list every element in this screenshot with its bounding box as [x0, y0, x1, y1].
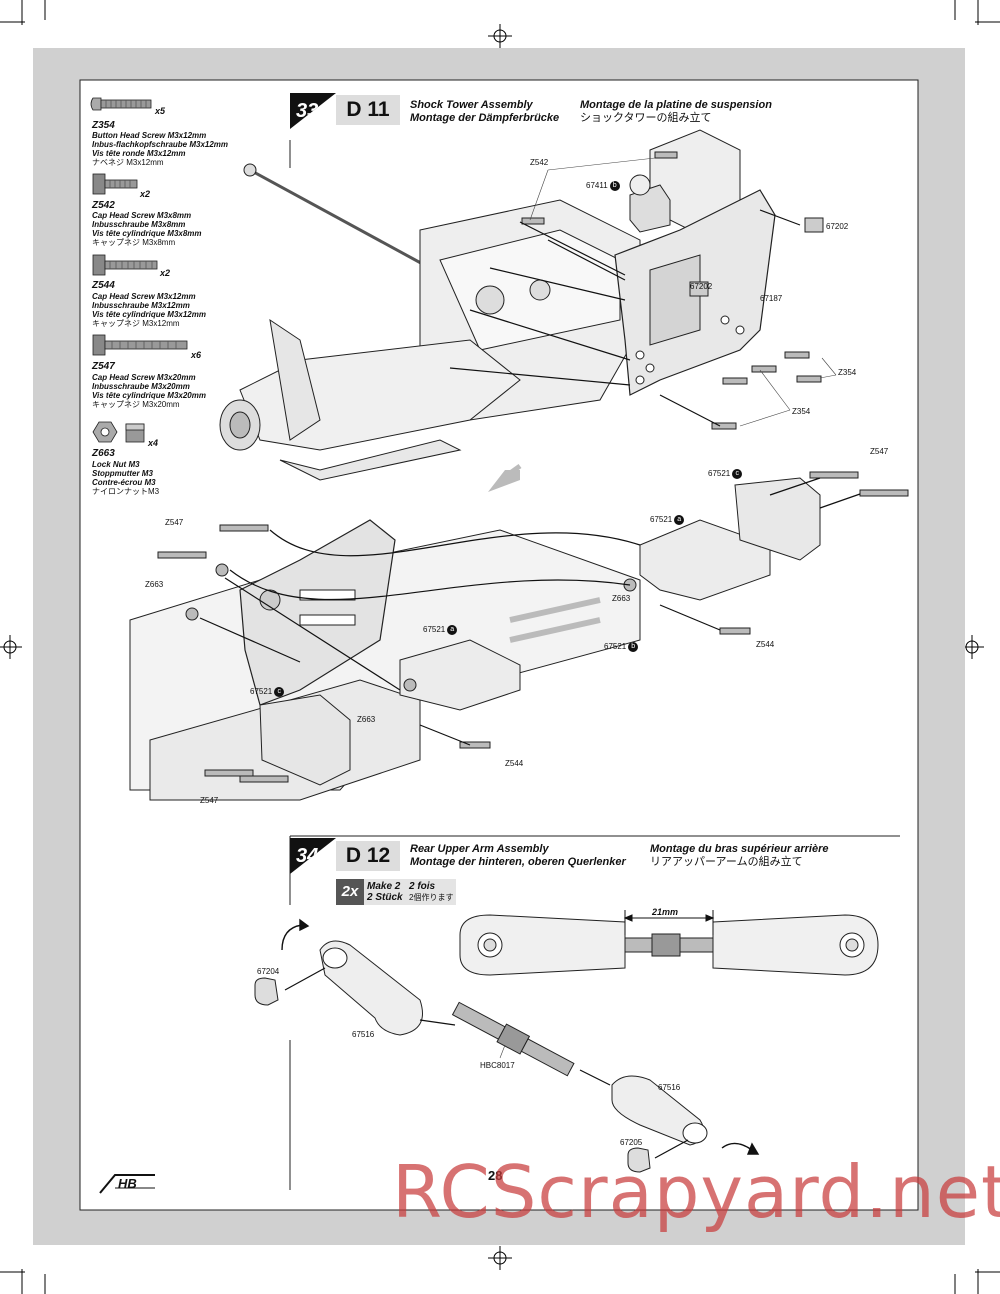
- z354-qty: x5: [155, 106, 166, 116]
- rotate-arrow-icon: [281, 918, 760, 1155]
- label-67204: 67204: [257, 967, 280, 976]
- label-67205: 67205: [620, 1138, 643, 1147]
- label-z354-b: Z354: [792, 407, 811, 416]
- step34-exploded-parts: [254, 940, 708, 1173]
- label-z547-top: Z547: [870, 447, 889, 456]
- make-badge: 2x Make 2 2 Stück 2 fois 2個作ります: [336, 879, 456, 905]
- step33-exploded-diagram: [129, 471, 909, 801]
- leader-lines-34: [499, 1044, 506, 1059]
- dimension-line: [623, 910, 715, 935]
- z354-desc: Button Head Screw M3x12mm Inbus-flachkop…: [92, 131, 229, 167]
- hb-logo: [99, 1174, 155, 1194]
- view-arrow-icon: [488, 463, 522, 492]
- step34-arrows: [284, 967, 689, 1159]
- watermark: RCScrapyard.net: [392, 1150, 1000, 1234]
- step33-code: D 11: [336, 95, 400, 125]
- hb-logo-text: HB: [118, 1176, 137, 1191]
- step33-title-fr-jp: Montage de la platine de suspension ショック…: [580, 99, 772, 124]
- z542-desc: Cap Head Screw M3x8mm Inbusschraube M3x8…: [92, 211, 202, 247]
- label-z544-right: Z544: [756, 640, 775, 649]
- registration-mark-left: [0, 635, 22, 659]
- z663-code: Z663: [92, 448, 115, 459]
- page-number: 28: [488, 1168, 503, 1183]
- z663-locknut-icon: [92, 421, 145, 443]
- z547-qty: x6: [191, 350, 202, 360]
- registration-mark-bottom: [488, 1246, 512, 1270]
- step34-title-fr-jp: Montage du bras supérieur arrière リアアッパー…: [650, 843, 829, 868]
- label-67516-a: 67516: [352, 1030, 375, 1039]
- z547-desc: Cap Head Screw M3x20mm Inbusschraube M3x…: [92, 373, 206, 409]
- z542-screw-icon: [92, 173, 138, 195]
- z547-code: Z547: [92, 361, 115, 372]
- make-count-badge: 2x: [336, 879, 364, 905]
- label-z544-bottom: Z544: [505, 759, 524, 768]
- label-z547-left: Z547: [165, 518, 184, 527]
- z544-qty: x2: [160, 268, 171, 278]
- label-z663-right: Z663: [612, 594, 631, 603]
- label-67516-b: 67516: [658, 1083, 681, 1092]
- step33-assembly-arrows: [449, 209, 801, 427]
- step33-title-en-de: Shock Tower Assembly Montage der Dämpfer…: [410, 99, 560, 124]
- z544-code: Z544: [92, 280, 115, 291]
- step34-assembled-rod: [459, 914, 879, 976]
- z542-qty: x2: [140, 189, 151, 199]
- label-67187: 67187: [760, 294, 783, 303]
- label-67202-b: 67202: [690, 282, 713, 291]
- make-fr-jp: 2 fois 2個作ります: [409, 881, 454, 902]
- leader-lines-33: [529, 157, 837, 427]
- label-z663-left: Z663: [145, 580, 164, 589]
- z544-screw-icon: [92, 254, 158, 276]
- make-en-de: Make 2 2 Stück: [367, 881, 403, 903]
- label-hbc8017: HBC8017: [480, 1061, 515, 1070]
- step34-title-en-de: Rear Upper Arm Assembly Montage der hint…: [410, 843, 626, 868]
- z354-code: Z354: [92, 120, 115, 131]
- registration-mark-top: [488, 24, 512, 48]
- label-z547-bottom: Z547: [200, 796, 219, 805]
- label-z354-a: Z354: [838, 368, 857, 377]
- z542-code: Z542: [92, 200, 115, 211]
- z547-screw-icon: [92, 334, 188, 356]
- z663-desc: Lock Nut M3 Stoppmutter M3 Contre-écrou …: [92, 460, 160, 496]
- dimension-label: 21mm: [652, 907, 679, 917]
- z544-desc: Cap Head Screw M3x12mm Inbusschraube M3x…: [92, 292, 206, 328]
- z663-qty: x4: [148, 438, 159, 448]
- z354-screw-icon: [90, 97, 152, 111]
- step34-code: D 12: [336, 841, 400, 871]
- label-67202-a: 67202: [826, 222, 849, 231]
- label-z663-bottom: Z663: [357, 715, 376, 724]
- step33-exploded-arrows: [199, 477, 861, 746]
- label-z542: Z542: [530, 158, 549, 167]
